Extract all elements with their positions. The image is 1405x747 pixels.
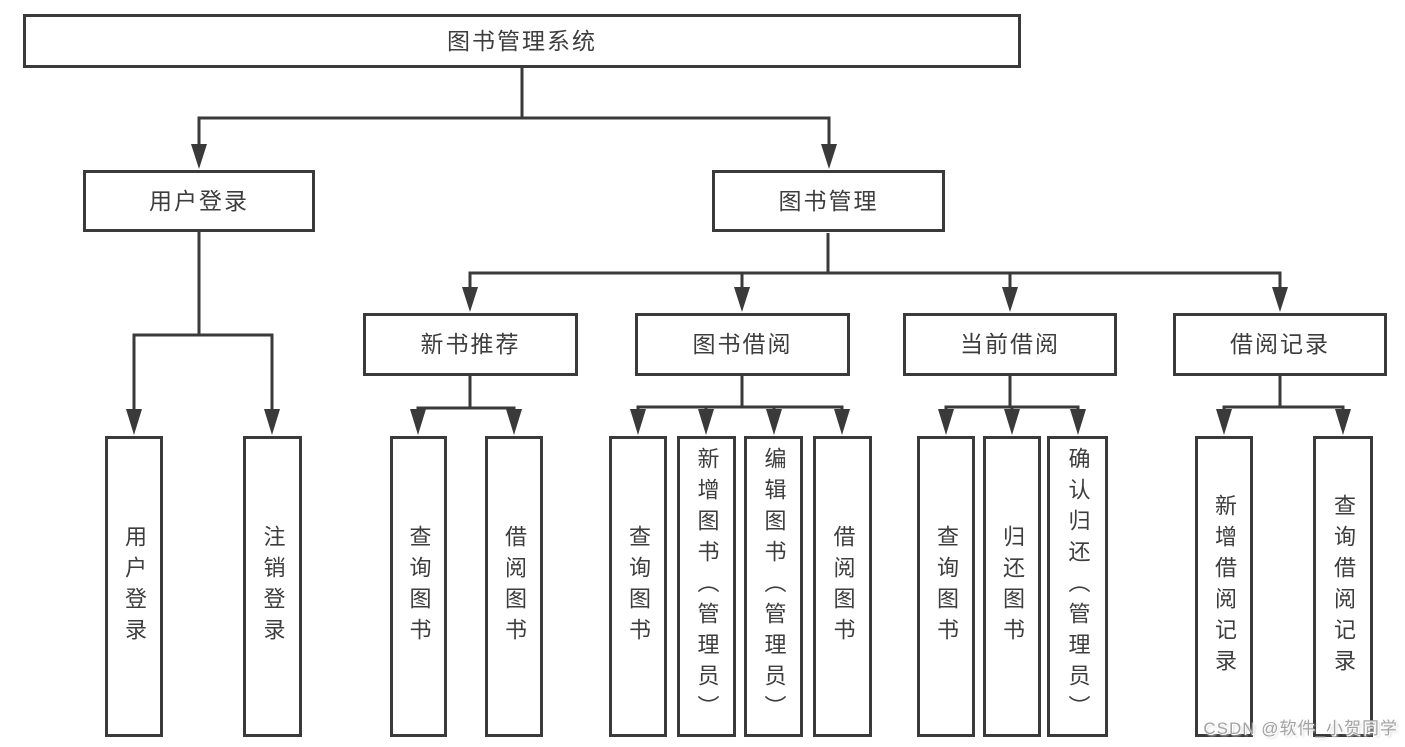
node-book-management: 图书管理 — [712, 170, 945, 232]
connector-line — [636, 376, 844, 411]
arrowhead — [1216, 409, 1232, 435]
connector-borrow-record — [1216, 376, 1351, 435]
connector-line — [197, 68, 831, 146]
connector-current-borrow — [938, 376, 1086, 435]
leaf-edit-books-admin: 编辑图书（管理员） — [744, 436, 803, 737]
arrowhead — [1070, 409, 1086, 435]
arrowhead — [1002, 287, 1018, 312]
leaf-query-books-current: 查询图书 — [917, 436, 975, 737]
arrowhead — [734, 287, 750, 312]
leaf-query-books-recommend: 查询图书 — [390, 436, 447, 737]
leaf-logout-login: 注销登录 — [243, 436, 302, 737]
leaf-query-borrow-record: 查询借阅记录 — [1313, 436, 1373, 737]
leaf-add-borrow-record: 新增借阅记录 — [1195, 436, 1253, 737]
connector-book-management — [462, 233, 1288, 312]
arrowhead — [1335, 409, 1351, 435]
node-book-borrowing: 图书借阅 — [635, 313, 850, 376]
arrowhead — [821, 144, 837, 169]
arrowhead — [698, 409, 714, 435]
node-current-borrowing: 当前借阅 — [903, 313, 1117, 376]
arrowhead — [191, 144, 207, 169]
connector-line — [132, 232, 274, 411]
arrowhead — [126, 409, 142, 435]
leaf-borrow-books-borrowing: 借阅图书 — [813, 436, 872, 737]
connector-new-book — [410, 376, 522, 435]
leaf-return-books: 归还图书 — [983, 436, 1041, 737]
arrowhead — [1004, 409, 1020, 435]
arrowhead — [264, 409, 280, 435]
connector-user-login — [126, 232, 280, 435]
arrowhead — [462, 287, 478, 312]
connector-line — [1222, 376, 1345, 411]
node-borrowing-records: 借阅记录 — [1173, 313, 1387, 376]
connector-root — [191, 68, 837, 169]
arrowhead — [938, 409, 954, 435]
connector-book-borrow — [630, 376, 850, 435]
arrowhead — [410, 409, 426, 435]
arrowhead — [630, 409, 646, 435]
leaf-borrow-books-recommend: 借阅图书 — [485, 436, 543, 737]
connector-line — [468, 233, 1282, 289]
connector-line — [944, 376, 1080, 411]
arrowhead — [1272, 287, 1288, 312]
arrowhead — [766, 409, 782, 435]
leaf-query-books-borrowing: 查询图书 — [609, 436, 667, 737]
leaf-add-books-admin: 新增图书（管理员） — [677, 436, 736, 737]
node-root: 图书管理系统 — [23, 14, 1021, 68]
leaf-user-login: 用户登录 — [105, 436, 163, 737]
leaf-confirm-return-admin: 确认归还（管理员） — [1047, 436, 1108, 737]
node-user-login: 用户登录 — [83, 170, 315, 232]
watermark: CSDN @软件_小贺同学 — [1203, 719, 1398, 738]
arrowhead — [834, 409, 850, 435]
arrowhead — [506, 409, 522, 435]
node-new-book-recommendation: 新书推荐 — [363, 313, 578, 376]
connector-line — [416, 376, 516, 411]
